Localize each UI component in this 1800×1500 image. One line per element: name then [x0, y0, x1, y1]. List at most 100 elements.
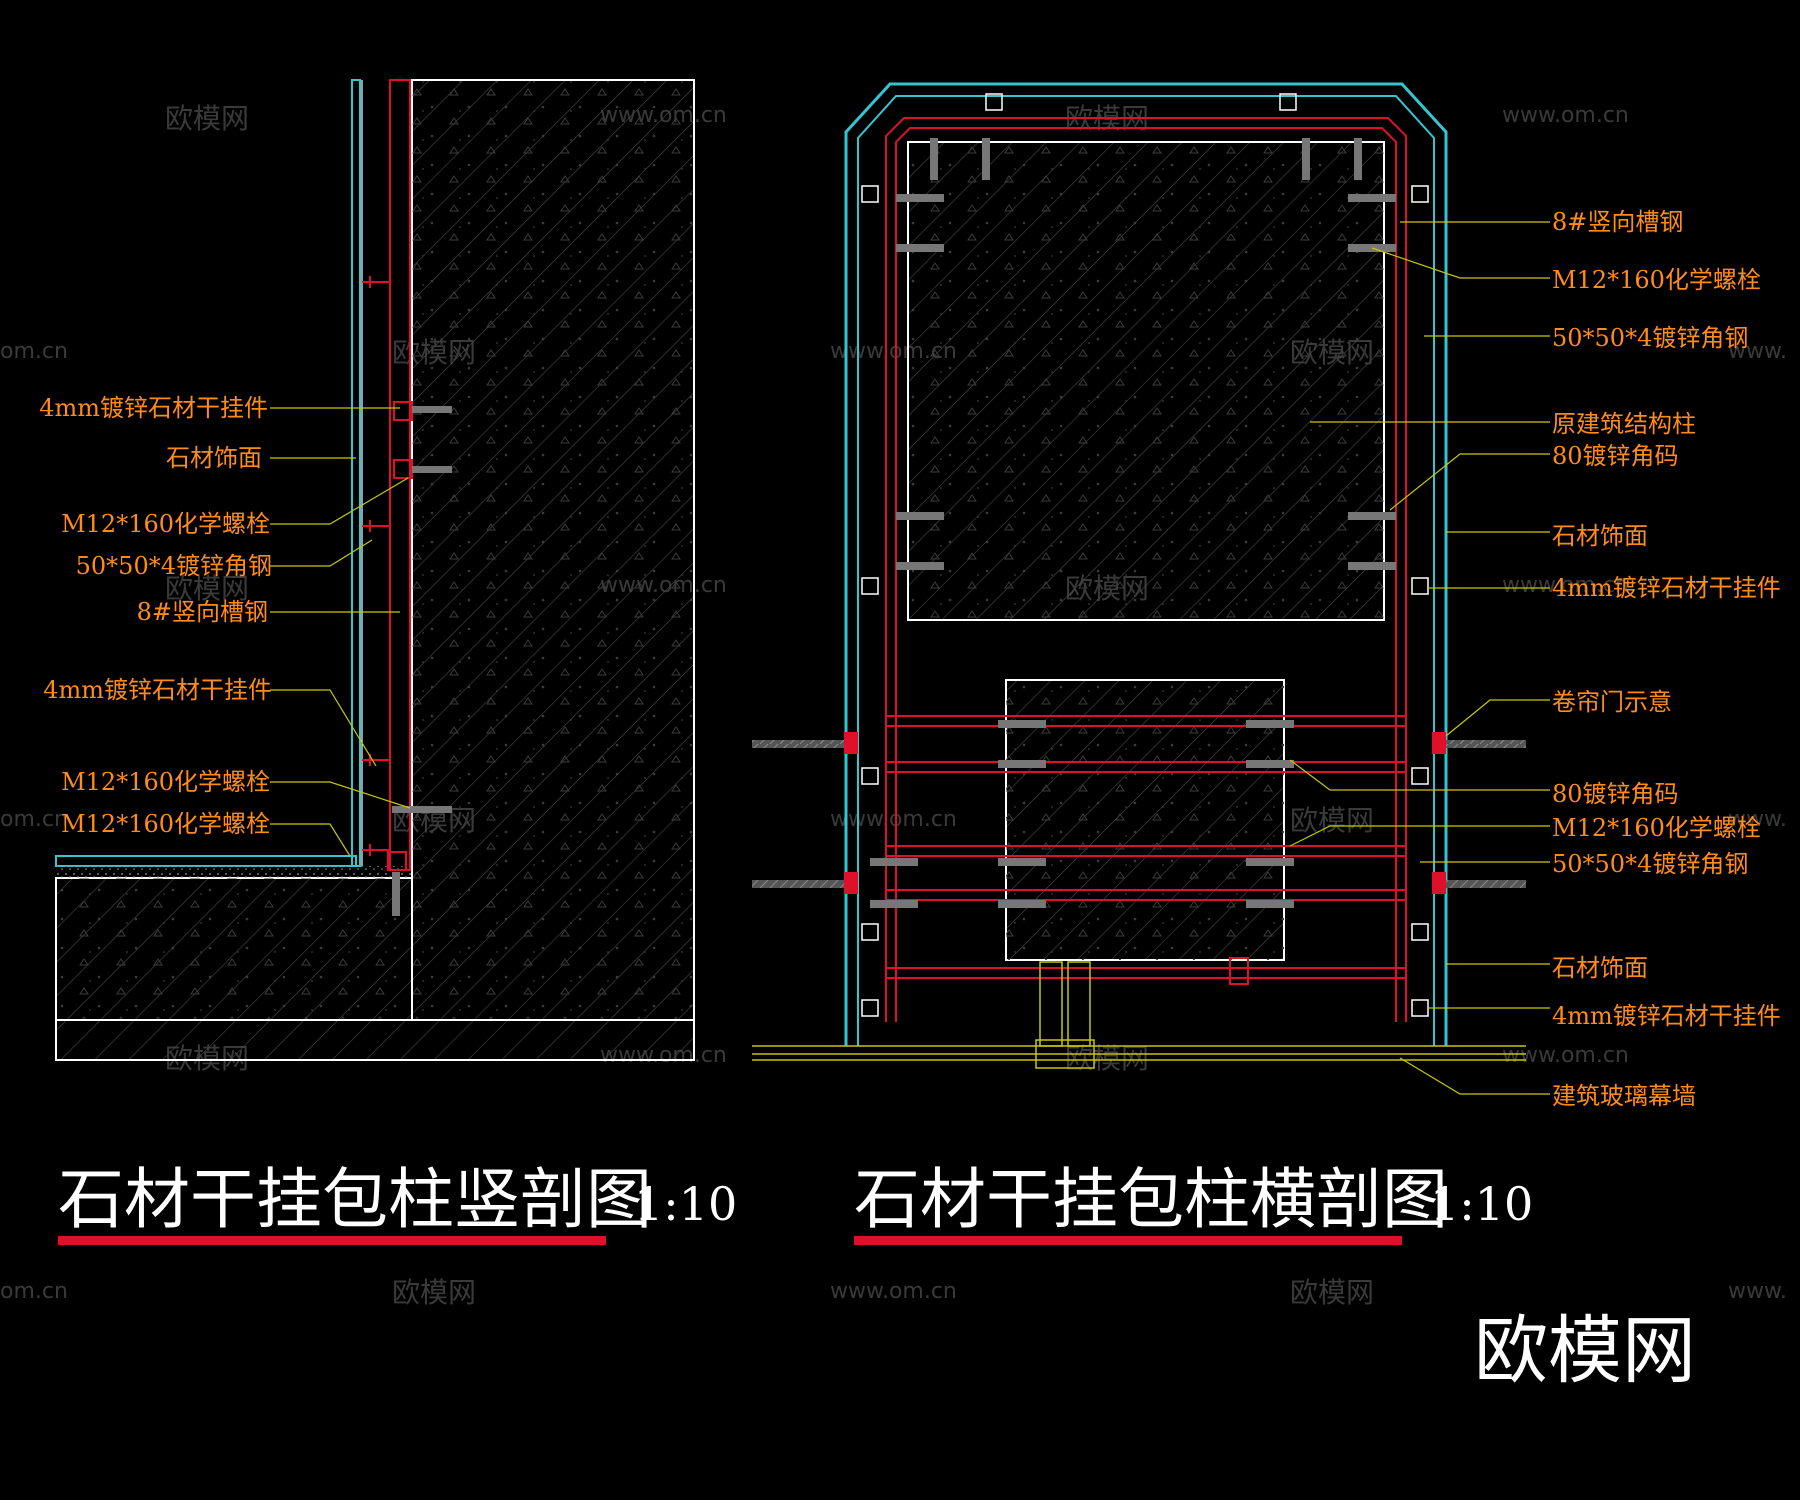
hanger [362, 520, 390, 532]
hanger [861, 185, 879, 203]
bolt [896, 512, 944, 520]
brand-logo: 欧模网 [1474, 1308, 1696, 1394]
base-slab [55, 1019, 695, 1061]
watermark-url: www.om.cn [1502, 1043, 1629, 1068]
label-chemical-bolt: M12*160化学螺栓 [1552, 814, 1761, 842]
steel-member [885, 845, 1407, 857]
bolt [1246, 760, 1294, 768]
hanger [362, 844, 390, 856]
bolt [982, 138, 990, 180]
shutter-guide [844, 732, 858, 754]
bolt [998, 900, 1046, 908]
bolt [392, 806, 452, 813]
shutter-guide [1432, 872, 1446, 894]
leader-line [270, 539, 373, 567]
label-chemical-bolt: M12*160化学螺栓 [61, 810, 270, 838]
watermark-layer: 欧模网 www.om.cn 欧模网 www.om.cn om.cn 欧模网 ww… [0, 102, 1787, 1309]
watermark-url: www. [1728, 807, 1787, 832]
leader-line [1289, 759, 1550, 791]
hanger [985, 93, 1003, 111]
bolt [896, 244, 944, 252]
leader-line [1289, 825, 1550, 847]
bracket [387, 851, 407, 871]
leader-line [270, 689, 377, 767]
shutter-guide [1432, 732, 1446, 754]
title-underline [854, 1236, 1402, 1245]
label-chemical-bolt: M12*160化学螺栓 [61, 510, 270, 538]
stone-cladding-inner [857, 95, 1435, 1046]
watermark-brand: 欧模网 [392, 1276, 476, 1309]
steel-frame-inner [895, 127, 1397, 1022]
label-angle-steel: 50*50*4镀锌角钢 [76, 552, 272, 580]
label-structural-column: 原建筑结构柱 [1552, 410, 1696, 438]
leader-line [270, 781, 411, 809]
rolling-shutter [752, 740, 846, 748]
leader-line [1371, 247, 1550, 279]
steel-member [885, 715, 1407, 727]
stone-cladding-outer [844, 82, 1448, 1046]
watermark-url: www. [1728, 1279, 1787, 1304]
hanger [861, 999, 879, 1017]
watermark-brand: 欧模网 [1290, 804, 1374, 837]
mullion-base [1035, 1039, 1095, 1069]
steel-member [885, 967, 1407, 979]
stone-cladding [351, 79, 361, 867]
label-angle-steel: 50*50*4镀锌角钢 [1552, 324, 1748, 352]
bolt [896, 562, 944, 570]
horizontal-section-drawing: 8#竖向槽钢 M12*160化学螺栓 50*50*4镀锌角钢 原建筑结构柱 80… [752, 82, 1781, 1245]
concrete-texture [412, 80, 694, 1020]
watermark-url: www.om.cn [830, 807, 957, 832]
shutter-guides [844, 732, 1446, 894]
hanger [1411, 999, 1429, 1017]
bolt [1354, 138, 1362, 180]
label-channel-steel: 8#竖向槽钢 [137, 598, 268, 626]
floor-screed [56, 866, 412, 878]
bolt [412, 466, 452, 473]
watermark-url: www.om.cn [1502, 573, 1629, 598]
label-hanger: 4mm镀锌石材干挂件 [1552, 1002, 1781, 1030]
bolt [930, 138, 938, 180]
label-chemical-bolt: M12*160化学螺栓 [61, 768, 270, 796]
horizontal-section-title: 石材干挂包柱横剖图 [854, 1161, 1448, 1238]
column-texture [908, 142, 1384, 620]
mullion [1067, 961, 1091, 1047]
hanger [1411, 923, 1429, 941]
steel-frame-outer [885, 117, 1407, 1022]
hanger [362, 754, 390, 766]
bolt [1302, 138, 1310, 180]
leader-line [1399, 1057, 1550, 1095]
mullion [1039, 961, 1063, 1047]
shutter-guide [844, 872, 858, 894]
watermark-url: om.cn [0, 339, 68, 364]
vertical-leaders [270, 407, 411, 857]
angle-brackets [387, 401, 413, 871]
secondary-column-texture [1006, 680, 1284, 960]
hanger [362, 276, 390, 288]
stone-hangers [861, 93, 1429, 1017]
leader-line [1445, 699, 1550, 737]
bolt [1348, 194, 1396, 202]
rolling-shutter [1446, 880, 1526, 888]
label-angle-clip: 80镀锌角码 [1552, 442, 1679, 470]
horizontal-steel-members [885, 715, 1407, 985]
title-underline [58, 1236, 606, 1245]
leader-line [270, 823, 351, 857]
bolt [870, 900, 918, 908]
watermark-url: om.cn [0, 1279, 68, 1304]
label-rolling-shutter: 卷帘门示意 [1552, 688, 1672, 716]
label-hanger: 4mm镀锌石材干挂件 [1552, 574, 1781, 602]
vertical-section-scale: 1:10 [634, 1177, 737, 1231]
hanger [1411, 767, 1429, 785]
bolt [1348, 562, 1396, 570]
vertical-section-labels: 4mm镀锌石材干挂件 石材饰面 M12*160化学螺栓 50*50*4镀锌角钢 … [39, 394, 272, 838]
bolt [896, 194, 944, 202]
watermark-url: www. [1728, 339, 1787, 364]
bolt [870, 858, 918, 866]
vertical-section-title: 石材干挂包柱竖剖图 [58, 1161, 652, 1238]
hanger [1279, 93, 1297, 111]
label-stone-finish: 石材饰面 [1552, 522, 1648, 550]
label-stone-finish: 石材饰面 [1552, 954, 1648, 982]
bolt [1246, 900, 1294, 908]
watermark-brand: 欧模网 [165, 102, 249, 135]
watermark-brand: 欧模网 [165, 572, 249, 605]
